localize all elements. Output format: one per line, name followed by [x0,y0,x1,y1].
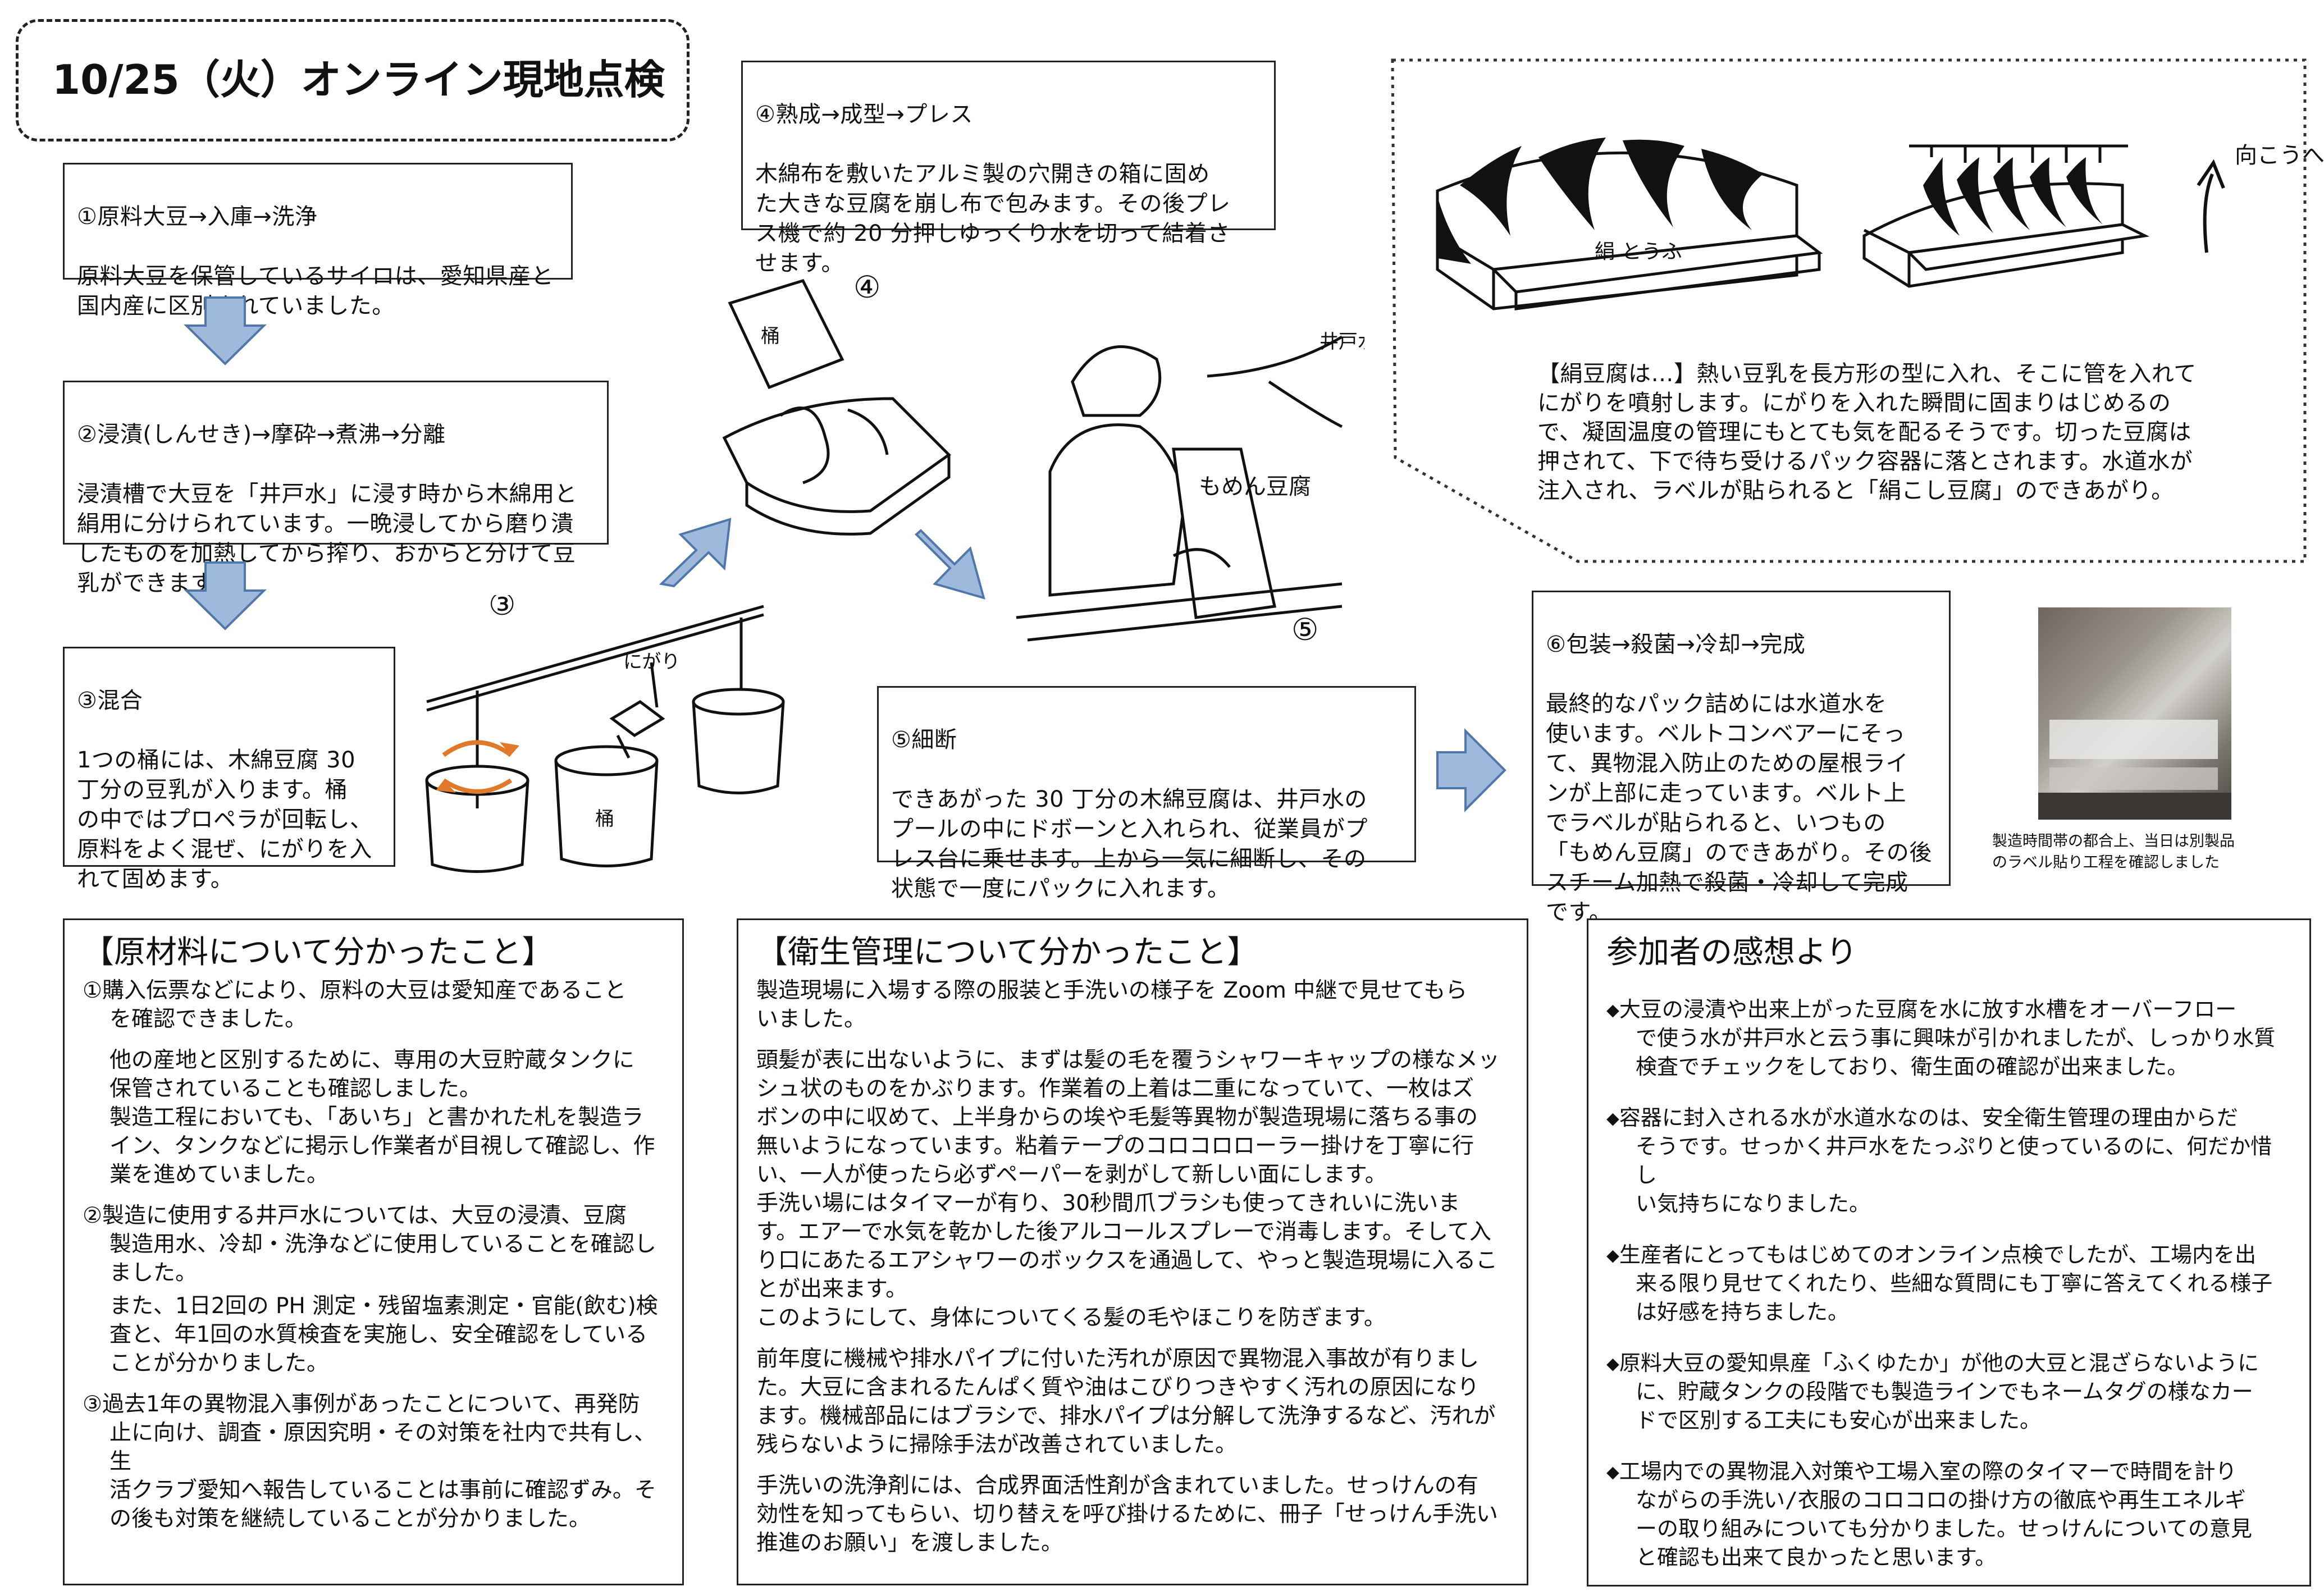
step-4-box: ④熟成→成型→プレス 木綿布を敷いたアルミ製の穴開きの箱に固め た大きな豆腐を崩… [741,61,1276,276]
hygiene-heading: 【衛生管理について分かったこと】 [756,934,1259,971]
impressions-box: 参加者の感想より ◆大豆の浸漬や出来上がった豆腐を水に放す水槽をオーバーフロー … [1587,918,2311,1587]
title-box: 10/25（火）オンライン現地点検 [16,19,690,141]
flow-arrows [184,296,1506,812]
nigari-label: にがり [623,651,680,673]
step-3-heading: ③混合 [77,688,143,714]
hygiene-para-2: 頭髪が表に出ないように、まずは髪の毛を覆うシャワーキャップの様なメッ シュ状のも… [756,1048,1500,1331]
arrow-down-1 [184,296,267,365]
step-5-box: ⑤細断 できあがった 30 丁分の木綿豆腐は、井戸水の プールの中にドボーンと入… [877,686,1416,902]
factory-photo [2038,607,2231,820]
kinu-callout-outline [1391,58,2307,563]
step-5-heading: ⑤細断 [891,727,957,753]
step-6-heading: ⑥包装→殺菌→冷却→完成 [1546,632,1806,657]
mixing-number: ③ [488,595,515,622]
raw-point-3: ③過去1年の異物混入事例があったことについて、再発防 止に向け、調査・原因究明・… [83,1392,656,1531]
kinu-tofu-sketch: 絹 とうふ 向こうへ押して切る。 [1436,138,2324,310]
momen-label: もめん豆腐 [1199,474,1311,500]
raw-point-1: ①購入伝票などにより、原料の大豆は愛知産であること を確認できました。 [83,978,627,1032]
cutting-sketch: 井戸水 もめん豆腐 ⑤ [1016,331,1364,647]
step-1-box: ①原料大豆→入庫→洗浄 原料大豆を保管しているサイロは、愛知県産と 国内産に区別… [63,163,573,319]
kinu-tofu-label: 絹 とうふ [1595,240,1682,263]
page-title: 10/25（火）オンライン現地点検 [52,56,665,103]
impressions-heading: 参加者の感想より [1606,934,1857,971]
arrow-down-2 [184,561,267,630]
hygiene-para-1: 製造現場に入場する際の服装と手洗いの様子を Zoom 中継で見せてもら いました… [756,978,1468,1032]
impression-item: ◆工場内での異物混入対策や工場入室の際のタイマーで時間を計り ながらの手洗い/衣… [1606,1459,2252,1570]
raw-materials-box: 【原材料について分かったこと】 ①購入伝票などにより、原料の大豆は愛知産であるこ… [63,918,684,1585]
step-1-heading: ①原料大豆→入庫→洗浄 [77,204,318,230]
pressing-sketch: 桶 ④ [722,269,951,536]
hygiene-box: 【衛生管理について分かったこと】 製造現場に入場する際の服装と手洗いの様子を Z… [737,918,1528,1585]
hygiene-para-3: 前年度に機械や排水パイプに付いた汚れが原因で異物混入事故が有りまし た。大豆に含… [756,1346,1496,1457]
pressing-number: ④ [853,269,880,305]
step-4-text: 木綿布を敷いたアルミ製の穴開きの箱に固め た大きな豆腐を崩し布で包みます。その後… [755,161,1231,276]
mixing-sketch: ③ 桶 にがり [425,595,785,873]
raw-point-2-detail: また、1日2回の PH 測定・残留塩素測定・官能(飲む)検 査と、年1回の水質検… [109,1293,658,1376]
photo-caption: 製造時間帯の都合上、当日は別製品 のラベル貼り工程を確認しました [1992,833,2235,871]
oke-label-pressing: 桶 [761,325,780,348]
step-4-heading: ④熟成→成型→プレス [755,102,973,127]
impression-item: ◆容器に封入される水が水道水なのは、安全衛生管理の理由からだ そうです。せっかく… [1606,1105,2272,1216]
impression-item: ◆生産者にとってもはじめてのオンライン点検でしたが、工場内を出 来る限り見せてく… [1606,1242,2273,1324]
arrow-right [1436,728,1506,812]
arrow-up-right [659,518,732,588]
oke-label-mixing: 桶 [595,808,614,830]
impression-item: ◆原料大豆の愛知県産「ふくゆたか」が他の大豆と混ざらないように に、貯蔵タンクの… [1606,1351,2259,1433]
cutting-number: ⑤ [1291,612,1318,647]
raw-materials-heading: 【原材料について分かったこと】 [83,934,554,971]
kinu-text: 【絹豆腐は…】熱い豆乳を長方形の型に入れ、そこに管を入れて にがりを噴射します。… [1537,361,2197,504]
step-6-text: 最終的なパック詰めには水道水を 使います。ベルトコンベアーにそっ て、異物混入防… [1546,691,1932,925]
step-2-box: ②浸漬(しんせき)→摩砕→煮沸→分離 浸漬槽で大豆を「井戸水」に浸す時から木綿用… [63,381,609,596]
impression-item: ◆大豆の浸漬や出来上がった豆腐を水に放す水槽をオーバーフロー で使う水が井戸水と… [1606,997,2276,1079]
step-5-text: できあがった 30 丁分の木綿豆腐は、井戸水の プールの中にドボーンと入れられ、… [891,787,1368,902]
step-3-box: ③混合 1つの桶には、木綿豆腐 30 丁分の豆乳が入ります。桶 の中ではプロペラ… [63,647,395,892]
step-6-box: ⑥包装→殺菌→冷却→完成 最終的なパック詰めには水道水を 使います。ベルトコンベ… [1532,591,1951,925]
arrow-down-right [915,529,985,600]
step-3-text: 1つの桶には、木綿豆腐 30 丁分の豆乳が入ります。桶 の中ではプロペラが回転し… [77,747,373,892]
raw-point-2: ②製造に使用する井戸水については、大豆の浸漬、豆腐 製造用水、冷却・洗浄などに使… [83,1203,656,1286]
hygiene-para-4: 手洗いの洗浄剤には、合成界面活性剤が含まれていました。せっけんの有 効性を知って… [756,1473,1498,1556]
ido-label: 井戸水 [1319,331,1364,353]
push-note: 向こうへ押して切る。 [2235,143,2324,168]
raw-point-1-detail: 他の産地と区別するために、専用の大豆貯蔵タンクに 保管されていることも確認しまし… [109,1048,655,1187]
step-2-text: 浸漬槽で大豆を「井戸水」に浸す時から木綿用と 絹用に分けられています。一晩浸して… [77,481,577,596]
step-2-heading: ②浸漬(しんせき)→摩砕→煮沸→分離 [77,422,446,447]
